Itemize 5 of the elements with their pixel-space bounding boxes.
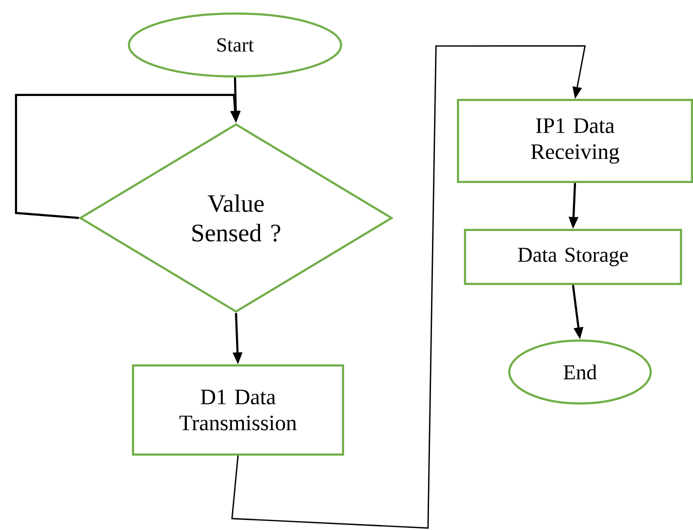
arrow <box>14 94 240 220</box>
arrow <box>231 45 586 529</box>
process-box: IP1 Data Receiving <box>456 98 693 184</box>
process-box: D1 Data Transmission <box>132 364 344 456</box>
process-box: Data Storage <box>464 228 682 286</box>
